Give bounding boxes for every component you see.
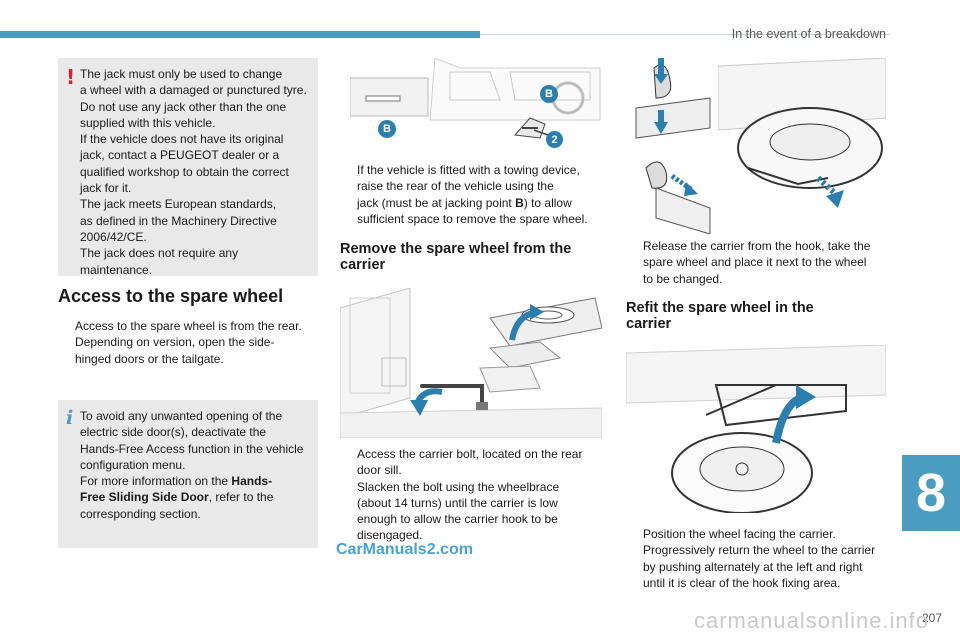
spare-wheel-lowered-illustration bbox=[718, 58, 886, 218]
info-line: configuration menu. bbox=[80, 457, 186, 472]
list-item: Access the carrier bolt, located on the … bbox=[357, 447, 583, 478]
release-bullets: Release the carrier from the hook, take … bbox=[626, 238, 896, 287]
watermark-left: CarManuals2.com bbox=[336, 541, 473, 558]
remove-heading: Remove the spare wheel from the carrier bbox=[340, 241, 572, 273]
towing-bullets: If the vehicle is fitted with a towing d… bbox=[340, 162, 610, 227]
list-item: Progressively return the wheel to the ca… bbox=[643, 543, 876, 590]
warning-line: The jack does not require any bbox=[80, 246, 239, 261]
warning-line: qualified workshop to obtain the correct bbox=[80, 164, 289, 179]
access-heading: Access to the spare wheel bbox=[58, 286, 284, 306]
warning-line: The jack must only be used to change bbox=[80, 67, 283, 81]
warning-icon: ! bbox=[66, 65, 76, 89]
list-item: Position the wheel facing the carrier. bbox=[643, 527, 836, 541]
refit-heading: Refit the spare wheel in the carrier bbox=[626, 300, 814, 332]
info-line: electric side door(s), deactivate the bbox=[80, 425, 267, 440]
access-bullets: Access to the spare wheel is from the re… bbox=[58, 318, 323, 367]
list-item: Depending on version, open the side- hin… bbox=[75, 335, 275, 366]
list-item: Slacken the bolt using the wheelbrace (a… bbox=[357, 479, 560, 543]
info-line: For more information on the Hands- bbox=[80, 474, 273, 489]
list-item: Access to the spare wheel is from the re… bbox=[75, 319, 302, 333]
header-rule bbox=[480, 34, 890, 35]
warning-line: as defined in the Machinery Directive bbox=[80, 213, 277, 228]
section-title: In the event of a breakdown bbox=[731, 27, 886, 41]
warning-line: jack for it. bbox=[80, 181, 132, 196]
jack-illustration: B B 2 bbox=[350, 58, 605, 150]
warning-line: jack, contact a PEUGEOT dealer or a bbox=[80, 148, 280, 163]
list-item: If the vehicle is fitted with a towing d… bbox=[357, 163, 588, 226]
refit-bullets: Position the wheel facing the carrier. P… bbox=[626, 526, 896, 591]
info-icon: i bbox=[66, 407, 74, 429]
warning-line: If the vehicle does not have its origina… bbox=[80, 132, 284, 147]
jacking-point-label: B bbox=[378, 120, 396, 138]
remove-bullets: Access the carrier bolt, located on the … bbox=[340, 446, 610, 544]
header-accent-bar bbox=[0, 31, 480, 38]
info-box: i To avoid any unwanted opening of the e… bbox=[58, 400, 318, 548]
watermark-right: carmanualsonline.info bbox=[694, 608, 930, 633]
warning-box: ! The jack must only be used to change a… bbox=[58, 58, 318, 277]
jacking-point-label: B bbox=[540, 85, 558, 103]
carrier-bolt-illustration bbox=[340, 288, 602, 438]
info-line: Free Sliding Side Door, refer to the bbox=[80, 490, 274, 505]
warning-line: a wheel with a damaged or punctured tyre… bbox=[80, 83, 307, 98]
carrier-hook-illustration bbox=[626, 58, 714, 234]
spare-wheel-refit-illustration bbox=[626, 345, 886, 513]
info-line: corresponding section. bbox=[80, 506, 201, 521]
jack-number-label: 2 bbox=[546, 131, 563, 148]
warning-line: supplied with this vehicle. bbox=[80, 115, 216, 130]
info-line: Hands-Free Access function in the vehicl… bbox=[80, 441, 304, 456]
page-number: 207 bbox=[921, 611, 942, 625]
chapter-tab: 8 bbox=[902, 455, 960, 531]
warning-line: maintenance. bbox=[80, 262, 153, 277]
info-line: To avoid any unwanted opening of the bbox=[80, 409, 283, 423]
warning-line: 2006/42/CE. bbox=[80, 229, 147, 244]
warning-line: Do not use any jack other than the one bbox=[80, 99, 287, 114]
list-item: Release the carrier from the hook, take … bbox=[643, 239, 871, 286]
warning-line: The jack meets European standards, bbox=[80, 197, 277, 212]
